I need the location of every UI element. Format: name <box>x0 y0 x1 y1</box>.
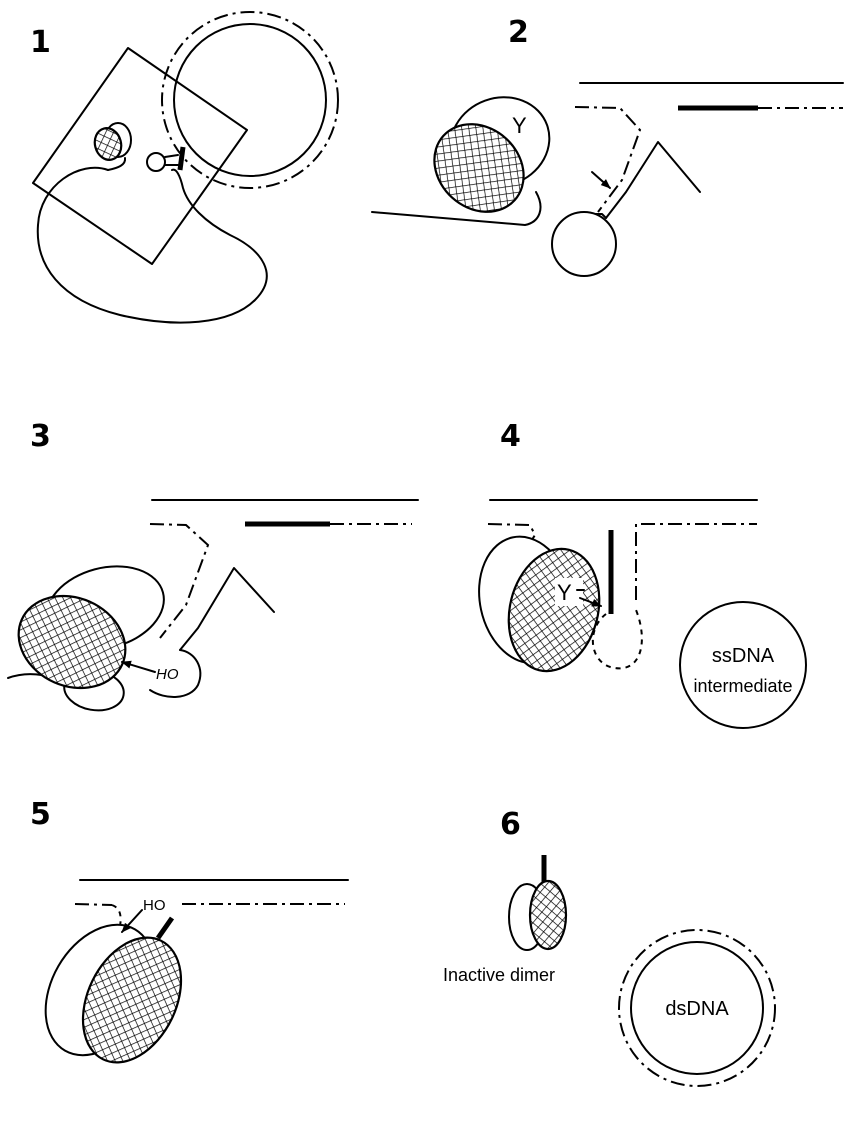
panel-3-number: 3 <box>30 419 51 454</box>
panel-3: 3 HO <box>4 419 418 715</box>
intermediate-label: intermediate <box>693 676 792 696</box>
hairpin-loop <box>147 153 165 171</box>
plasmid-inner-strand <box>174 24 326 176</box>
dimer-subunit-hatched <box>530 881 566 949</box>
panel-6-number: 6 <box>500 807 521 842</box>
hydroxyl-label: HO <box>156 666 179 683</box>
zoom-region-box <box>33 48 247 264</box>
panel-1-number: 1 <box>30 25 51 60</box>
nick-arrow <box>592 172 610 188</box>
protein-body <box>38 168 267 323</box>
hairpin-arms <box>606 142 700 218</box>
panel-1: 1 <box>30 12 338 323</box>
tyrosine-label: Y <box>512 113 527 138</box>
lower-strand-right <box>636 524 757 600</box>
panel-4-number: 4 <box>500 419 521 454</box>
ssdna-label: ssDNA <box>712 645 775 667</box>
origin-marker <box>180 147 183 170</box>
plasmid-outer-strand <box>162 12 338 188</box>
tyrosine-label: Y <box>557 580 572 605</box>
panel-5: 5 HO <box>23 797 348 1079</box>
hairpin-arms <box>180 568 274 650</box>
panel-6: 6 Inactive dimer dsDNA <box>443 807 775 1086</box>
hairpin-stem <box>165 155 178 157</box>
panel-2: 2 Y <box>372 15 843 276</box>
panel-2-number: 2 <box>508 15 529 50</box>
hairpin-loop <box>593 610 642 668</box>
attached-strand-end <box>158 918 172 938</box>
dsdna-label: dsDNA <box>665 998 729 1020</box>
panel-5-number: 5 <box>30 797 51 832</box>
hydroxyl-arrow <box>122 662 155 672</box>
lower-strand <box>575 107 640 212</box>
inactive-dimer-label: Inactive dimer <box>443 965 555 985</box>
lower-strand <box>150 524 208 638</box>
lower-strand-left <box>75 904 112 905</box>
hairpin-loop <box>552 212 616 276</box>
panel-4: 4 Y ssDNA intermediate <box>468 419 806 728</box>
hydroxyl-label: HO <box>143 897 166 914</box>
